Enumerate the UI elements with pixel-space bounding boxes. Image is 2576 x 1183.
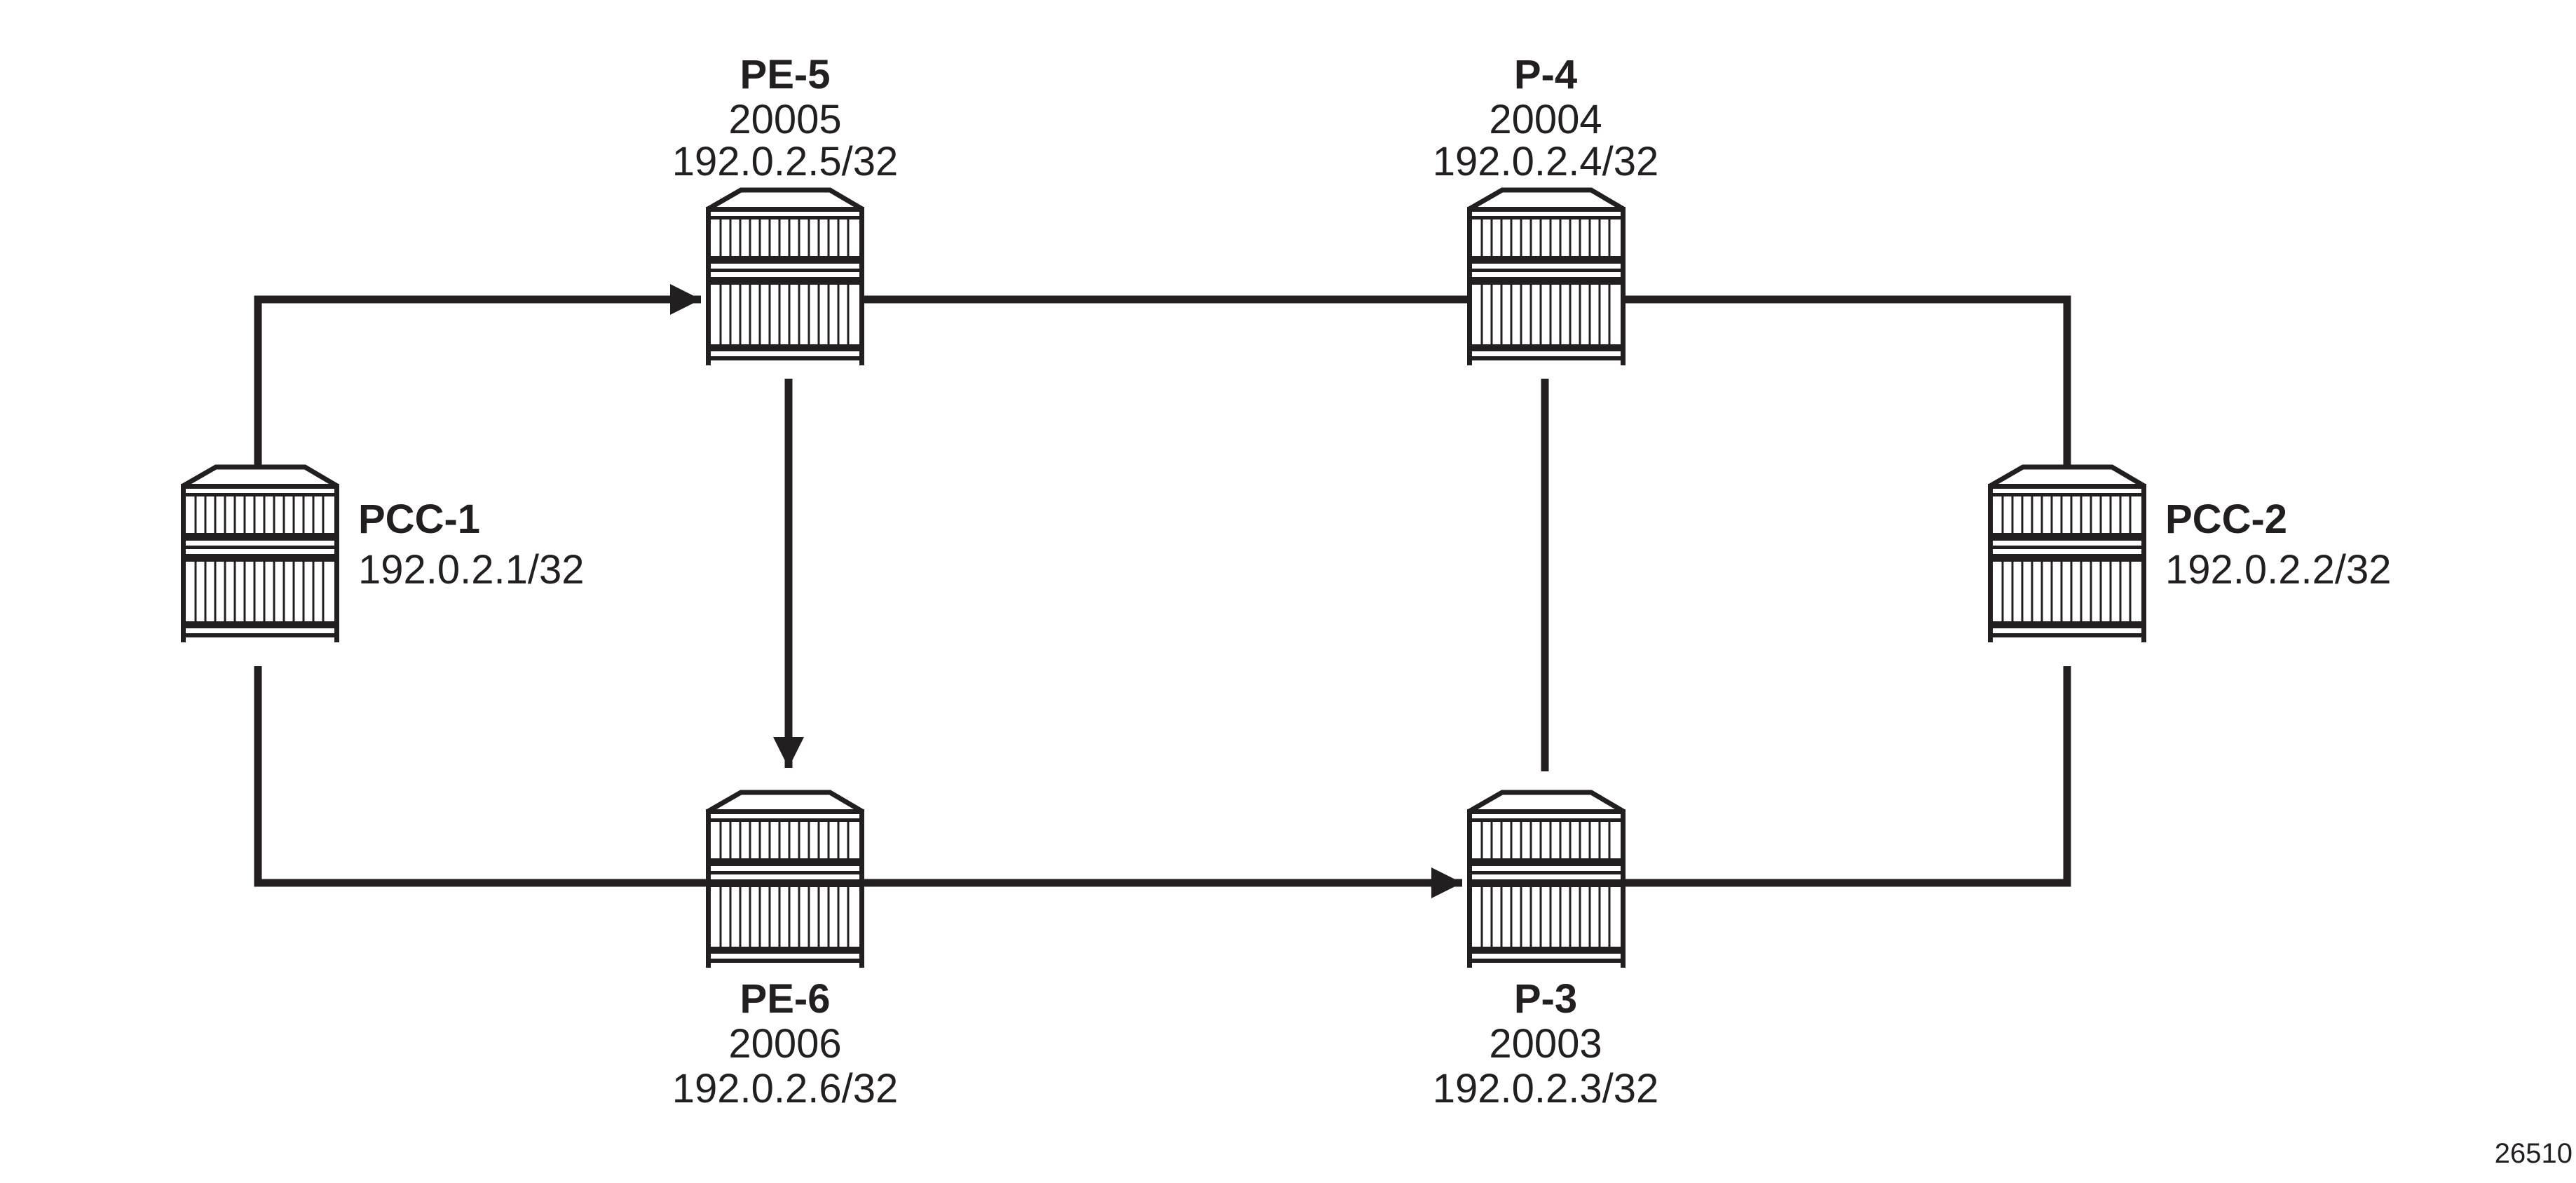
link-p3-pcc2	[1623, 666, 2071, 887]
link-pcc1-pe5	[254, 284, 701, 465]
node-name-pe6: PE-6	[740, 976, 831, 1022]
router-icon-p4	[1467, 188, 1626, 365]
node-name-p3: P-3	[1514, 976, 1577, 1022]
link-pcc1-pe6	[254, 666, 706, 887]
node-ip-pe5: 192.0.2.5/32	[672, 139, 899, 184]
node-ip-pe6: 192.0.2.6/32	[672, 1066, 899, 1111]
router-icon-pcc2	[1988, 465, 2146, 642]
node-sid-p4: 20004	[1489, 97, 1602, 142]
node-ip-p3: 192.0.2.3/32	[1433, 1066, 1659, 1111]
node-name-pcc2: PCC-2	[2165, 496, 2287, 542]
link-p4-pcc2	[1623, 295, 2071, 465]
router-icon-pe5	[706, 188, 864, 365]
node-name-pcc1: PCC-1	[358, 496, 480, 542]
node-name-p4: P-4	[1514, 52, 1577, 97]
router-icon-p3	[1467, 790, 1626, 968]
node-sid-pe6: 20006	[728, 1021, 841, 1067]
node-ip-pcc2: 192.0.2.2/32	[2165, 547, 2392, 593]
node-ip-pcc1: 192.0.2.1/32	[358, 547, 585, 593]
node-sid-p3: 20003	[1489, 1021, 1602, 1067]
node-ip-p4: 192.0.2.4/32	[1433, 139, 1659, 184]
figure-id: 26510	[2495, 1138, 2572, 1169]
node-name-pe5: PE-5	[740, 52, 831, 97]
router-icon-pcc1	[181, 465, 339, 642]
router-icon-pe6	[706, 790, 864, 968]
node-sid-pe5: 20005	[728, 97, 841, 142]
